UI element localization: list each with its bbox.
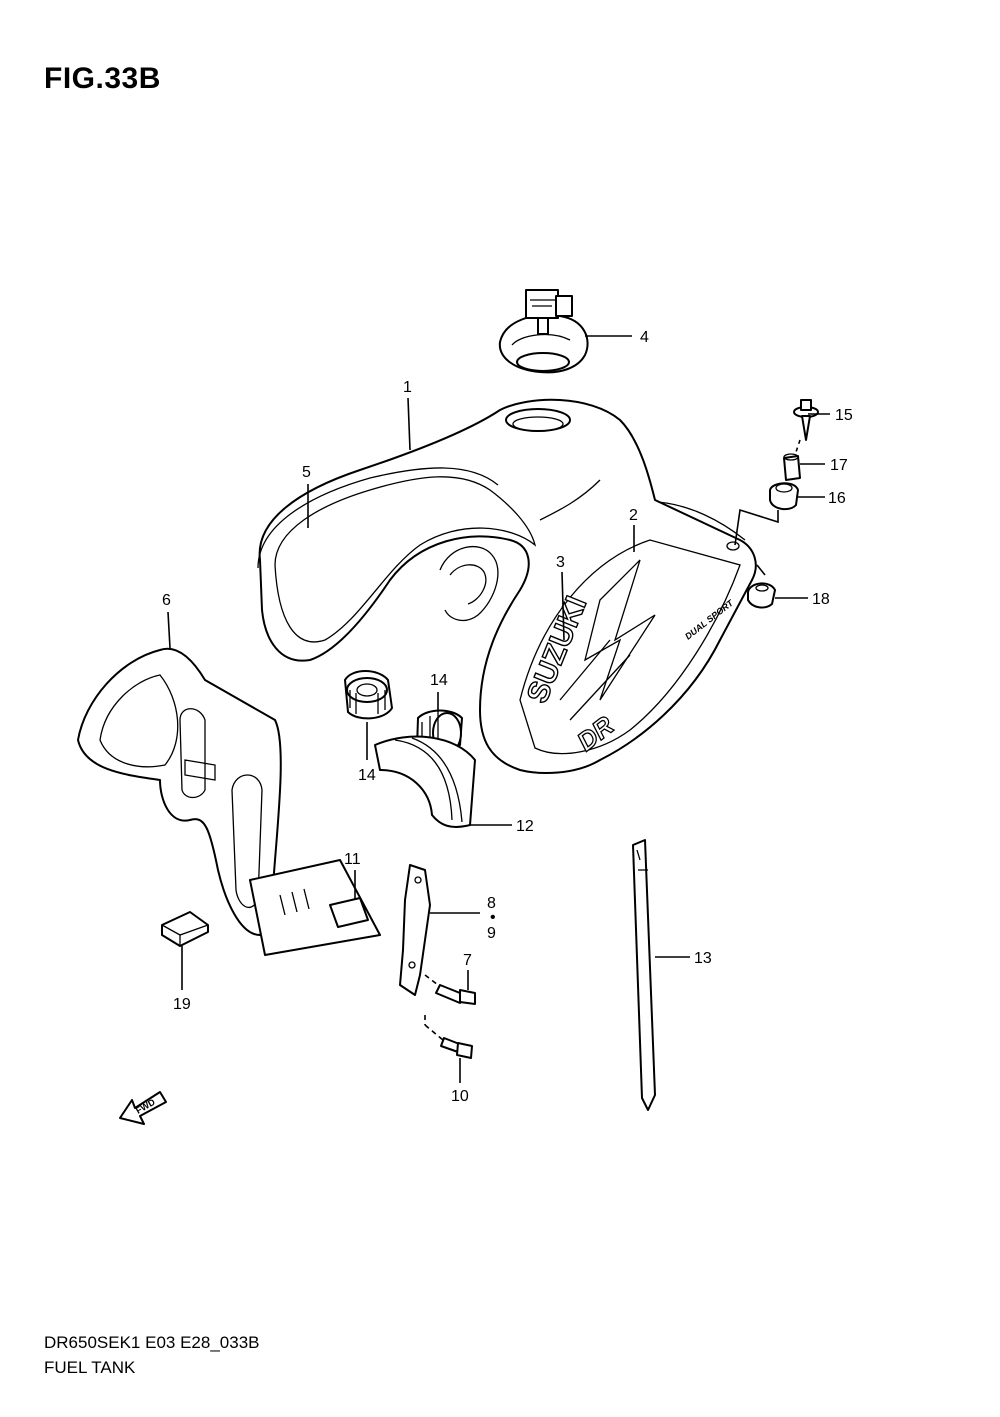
part-label-3: 3	[556, 554, 565, 571]
grommet-part-18	[747, 582, 776, 609]
part-label-9: 9	[487, 925, 496, 942]
part-label-13: 13	[694, 950, 712, 967]
part-label-14a: 14	[430, 672, 448, 689]
part-label-7: 7	[463, 952, 472, 969]
cable-tie-part-13	[632, 839, 656, 1111]
forward-arrow-icon: FWD	[119, 1091, 167, 1125]
figure-title: FIG.33B	[44, 62, 161, 95]
part-label-10: 10	[451, 1088, 469, 1105]
figure-code: DR650SEK1 E03 E28_033B	[44, 1333, 260, 1352]
leader-lines	[167, 335, 830, 1083]
part-label-5: 5	[302, 464, 311, 481]
tank-seal-part-5	[257, 467, 499, 569]
part-number-labels: 1 2 3 4 5 6 7 8 • 9 10 11 12 13 14 14 15…	[162, 329, 853, 1105]
cushion-part-16	[769, 482, 799, 511]
part-label-8: 8	[487, 895, 496, 912]
part-label-4: 4	[640, 329, 649, 346]
part-label-11: 11	[344, 851, 361, 868]
cushion-part-12	[374, 735, 476, 828]
fuel-tank-part-1	[258, 398, 757, 774]
part-label-17: 17	[830, 457, 848, 474]
fuel-cap-part-4	[498, 289, 589, 374]
heat-plate-part-11	[249, 859, 381, 956]
collar-part-17	[783, 453, 801, 481]
cushion-part-14a	[344, 670, 393, 720]
cushion-part-19	[161, 911, 209, 947]
bolt-part-10	[440, 1037, 473, 1059]
screw-part-15	[793, 399, 819, 441]
figure-name: FUEL TANK	[44, 1358, 136, 1377]
part-label-2: 2	[629, 507, 638, 524]
part-label-6: 6	[162, 592, 171, 609]
part-label-12: 12	[516, 818, 534, 835]
side-cover-part-6	[77, 647, 282, 936]
part-label-16: 16	[828, 490, 846, 507]
bracket-part-8-9	[399, 864, 431, 996]
part-label-14b: 14	[358, 767, 376, 784]
part-label-19: 19	[173, 996, 191, 1013]
part-label-1: 1	[403, 379, 412, 396]
part-separator-dot: •	[490, 909, 496, 926]
bolt-part-7	[435, 984, 476, 1005]
part-label-18: 18	[812, 591, 830, 608]
part-label-15: 15	[835, 407, 853, 424]
